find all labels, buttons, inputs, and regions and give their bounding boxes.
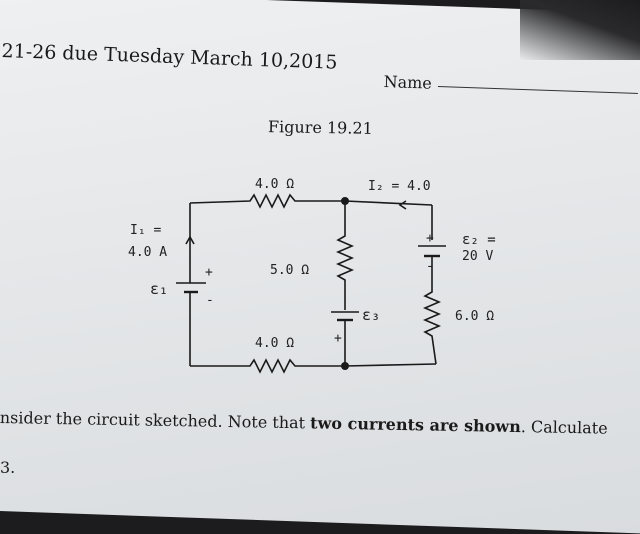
label-emf2-line1: ε₂ = xyxy=(462,232,496,248)
problem-text-line2: 3. xyxy=(0,458,16,477)
label-emf1-plus: + xyxy=(205,265,213,280)
problem-text-c: . Calculate xyxy=(520,417,608,438)
label-i2: I₂ = 4.0 xyxy=(368,179,431,194)
label-r-top: 4.0 Ω xyxy=(255,177,294,192)
problem-text-bold: two currents are shown xyxy=(309,413,521,437)
label-emf3: ε₃ xyxy=(362,306,380,324)
label-emf1: ε₁ xyxy=(150,280,168,298)
i2-arrow xyxy=(398,200,407,210)
middle-wire xyxy=(335,201,355,310)
bottom-junction xyxy=(341,362,349,370)
background-shadow xyxy=(520,0,640,60)
label-r-bottom: 4.0 Ω xyxy=(255,336,294,351)
i1-arrow xyxy=(185,235,195,245)
label-emf2-minus: - xyxy=(426,259,434,274)
label-r-right: 6.0 Ω xyxy=(455,309,494,324)
right-resistor xyxy=(422,256,442,365)
top-wire xyxy=(189,193,433,209)
label-emf1-minus: - xyxy=(206,293,214,308)
label-i1-line1: I₁ = xyxy=(130,223,161,238)
label-emf3-plus: + xyxy=(334,331,342,346)
label-emf2-line2: 20 V xyxy=(462,249,493,264)
circuit-diagram: 4.0 Ω I₂ = 4.0 I₁ = 4.0 A + - ε₁ 5.0 Ω ε… xyxy=(0,0,640,480)
label-i1-line2: 4.0 A xyxy=(128,245,167,260)
label-r-mid: 5.0 Ω xyxy=(270,263,309,278)
top-junction xyxy=(341,197,349,205)
bottom-wire xyxy=(190,358,437,374)
label-emf2-plus: + xyxy=(426,231,434,246)
